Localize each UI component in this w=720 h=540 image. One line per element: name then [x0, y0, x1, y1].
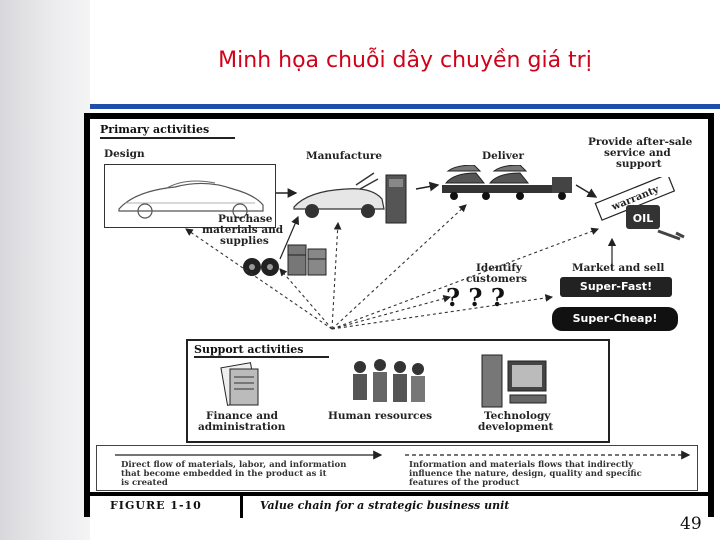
deliver-label: Deliver — [482, 150, 525, 162]
legend-indirect-line1: Information and materials flows that ind… — [409, 460, 634, 470]
market-sell-label: Market and sell — [572, 262, 665, 274]
design-label: Design — [104, 148, 145, 160]
deliver-to-service-arrow — [575, 184, 598, 198]
identify-label-line1: Identify — [476, 262, 523, 274]
support-to-identify-dashed — [331, 295, 452, 330]
figure-caption-bar: FIGURE 1-10 Value chain for a strategic … — [90, 493, 708, 518]
support-to-manufacture-dashed — [331, 221, 342, 330]
purchase-label-line2: materials and — [202, 224, 284, 236]
primary-header-underline — [100, 137, 235, 139]
figure-canvas: Primary activities Design Manufacture De… — [90, 119, 708, 492]
design-box — [104, 164, 276, 228]
finance-label-line2: administration — [198, 421, 286, 433]
legend-direct-line3: is created — [121, 478, 168, 488]
legend-direct-line2: that become embedded in the product as i… — [121, 469, 327, 479]
support-activities-box: Support activities Finance and administr… — [186, 339, 610, 443]
legend-indirect-line3: features of the product — [409, 478, 520, 488]
page-number: 49 — [680, 514, 702, 534]
primary-activities-header: Primary activities — [100, 123, 210, 136]
super-cheap-sign: Super-Cheap! — [552, 307, 678, 331]
finance-documents-icon — [220, 362, 259, 406]
after-sale-label-line2: service and — [604, 147, 671, 159]
human-resources-people-icon — [353, 359, 425, 402]
oil-text: OIL — [633, 212, 653, 225]
tires-barrels-icon — [243, 244, 327, 276]
purchase-label-line1: Purchase — [218, 213, 273, 225]
title-rule — [90, 104, 720, 109]
slide-title: Minh họa chuỗi dây chuyền giá trị — [218, 48, 592, 73]
computer-icon — [481, 354, 547, 408]
question-marks-icon: ? ? ? — [446, 283, 505, 312]
legend-indirect-line2: influence the nature, design, quality an… — [409, 469, 642, 479]
support-to-deliver-dashed — [331, 204, 467, 330]
human-resources-label: Human resources — [328, 410, 433, 422]
after-sale-label-line3: support — [616, 158, 662, 170]
figure-number: FIGURE 1-10 — [110, 499, 202, 512]
factory-car-icon — [293, 172, 407, 224]
warranty-oil-icon: warranty OIL — [594, 177, 685, 241]
figure-caption: Value chain for a strategic business uni… — [260, 499, 510, 512]
after-sale-label-line1: Provide after-sale — [588, 136, 693, 148]
support-to-purchase-dashed — [279, 268, 333, 330]
purchase-to-manufacture-arrow — [279, 215, 300, 260]
support-to-service-dashed — [331, 227, 600, 330]
manufacture-label: Manufacture — [306, 150, 383, 162]
car-carrier-truck-icon — [442, 165, 572, 200]
support-activities-header: Support activities — [194, 343, 304, 356]
support-header-underline — [194, 356, 329, 358]
value-chain-figure: Primary activities Design Manufacture De… — [84, 113, 714, 518]
slide-left-band — [0, 0, 90, 540]
finance-label-line1: Finance and — [206, 410, 279, 422]
legend-arrows — [115, 450, 691, 460]
caption-separator — [240, 496, 243, 518]
support-to-design-dashed — [185, 228, 333, 330]
technology-label-line2: development — [478, 421, 554, 433]
purchase-label-line3: supplies — [220, 235, 269, 247]
identify-label-line2: customers — [466, 273, 528, 285]
super-fast-sign: Super-Fast! — [560, 277, 672, 297]
flow-arrows — [185, 181, 617, 330]
legend-direct-line1: Direct flow of materials, labor, and inf… — [121, 460, 347, 470]
technology-label-line1: Technology — [484, 410, 551, 422]
manufacture-to-deliver-arrow — [415, 181, 440, 192]
support-to-market-dashed — [331, 294, 554, 330]
legend-box: Direct flow of materials, labor, and inf… — [96, 445, 698, 491]
sports-car-sketch-icon — [118, 180, 264, 219]
